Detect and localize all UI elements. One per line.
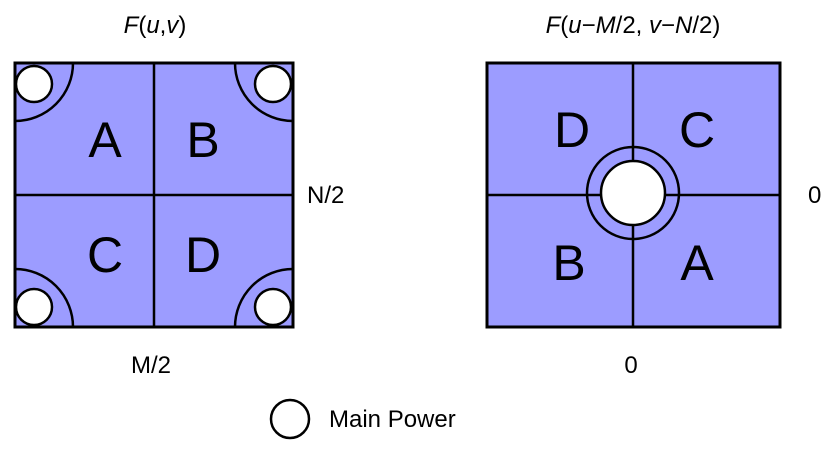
quadrant-label-top-right: B <box>186 112 219 168</box>
right-right-axis-label: 0 <box>808 182 821 209</box>
quadrant-label-bottom-right: D <box>185 227 221 283</box>
legend-label: Main Power <box>329 406 456 433</box>
right-bottom-axis-label: 0 <box>624 352 637 379</box>
quadrant-label-top-right: C <box>679 102 715 158</box>
left-panel: F(u,v) A B C D N/2 M/2 <box>13 12 344 379</box>
left-right-axis-label: N/2 <box>307 182 344 209</box>
main-power-circle-icon <box>253 64 293 104</box>
legend: Main Power <box>269 398 456 440</box>
right-panel: F(u−M/2, v−N/2) D C B A 0 0 <box>485 12 821 379</box>
main-power-circle-icon <box>253 287 293 327</box>
circle-icon <box>269 398 311 440</box>
main-power-circle-icon <box>599 159 667 227</box>
left-bottom-axis-label: M/2 <box>131 352 171 379</box>
quadrant-label-top-left: D <box>554 102 590 158</box>
right-panel-title: F(u−M/2, v−N/2) <box>546 12 721 39</box>
quadrant-label-bottom-left: C <box>87 227 123 283</box>
quadrant-label-bottom-left: B <box>552 235 585 291</box>
main-power-circle-icon <box>14 64 54 104</box>
quadrant-label-top-left: A <box>88 112 122 168</box>
main-power-circle-icon <box>14 287 54 327</box>
left-panel-title: F(u,v) <box>124 12 187 39</box>
quadrant-label-bottom-right: A <box>680 235 714 291</box>
